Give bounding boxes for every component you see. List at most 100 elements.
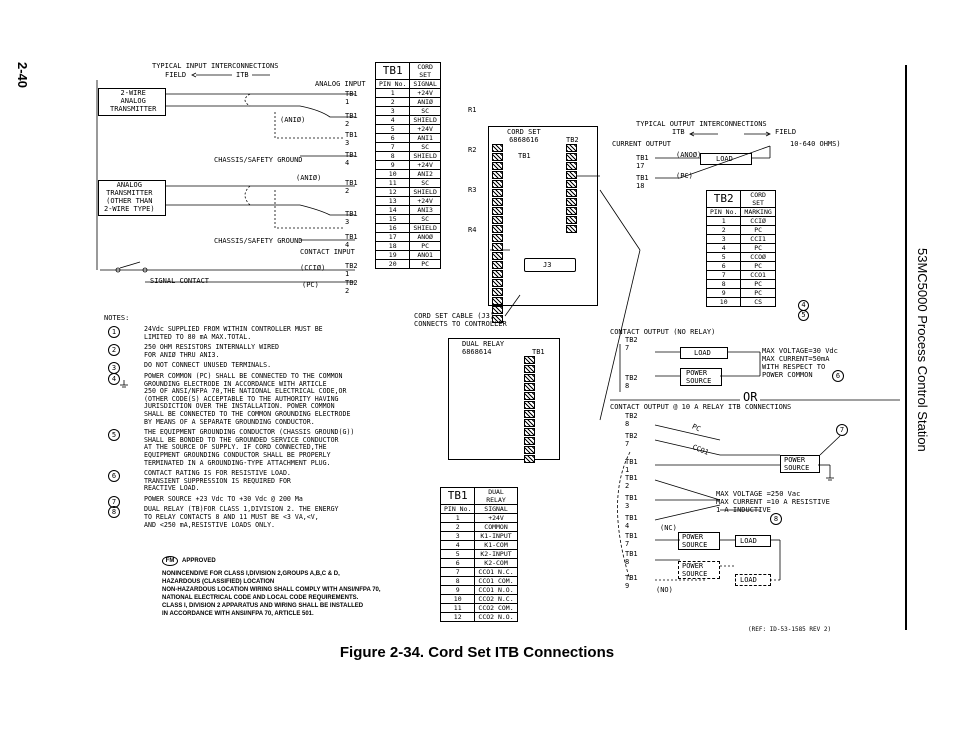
tb2-signal: CCO1 (740, 270, 776, 280)
relay-max-spec: MAX VOLTAGE =250 Vac MAX CURRENT =10 A R… (716, 490, 830, 514)
relay-power-source: POWER SOURCE (784, 456, 810, 472)
cord-set-tb2-terminal-strip (566, 144, 577, 234)
tb2-signal: CCIØ (740, 216, 776, 226)
approval-text: NONINCENDIVE FOR CLASS I,DIVISION 2,GROU… (162, 571, 381, 617)
ano0-label: (ANOØ) (676, 151, 702, 159)
relay-note-7: 7 (836, 424, 848, 436)
tb2-1-label: TB2 1 (345, 262, 358, 278)
terminal-screw (492, 144, 503, 152)
note-text: CONTACT RATING IS FOR RESISTIVE LOAD. TR… (144, 469, 291, 493)
tb1-pin: 13 (374, 196, 411, 206)
terminal-screw (566, 162, 577, 170)
cord-set-board-title: CORD SET 6868616 (507, 128, 541, 144)
note-text: DUAL RELAY (TB)FOR CLASS 1,DIVISION 2. T… (144, 505, 339, 529)
tb1-pin: 15 (374, 214, 411, 224)
dual-relay-board-title: DUAL RELAY 6868614 (462, 340, 505, 356)
pc-label: (PC) (302, 281, 319, 289)
tb2-signal: CCI1 (740, 234, 776, 244)
dual-relay-signal: K2-INPUT (474, 549, 518, 559)
dual-relay-pin: 11 (439, 603, 476, 613)
dual-relay-signal: K2-COM (474, 558, 518, 568)
terminal-screw (492, 216, 503, 224)
or-label: OR (740, 390, 761, 404)
tb1-signal: SC (409, 214, 441, 224)
tb1-pin: 9 (374, 160, 411, 170)
tb2-pin: 5 (705, 252, 742, 262)
dual-relay-pin: 1 (439, 513, 476, 523)
dual-relay-pin: 7 (439, 567, 476, 577)
pc-output-label: (PC) (676, 172, 693, 180)
terminal-screw (492, 207, 503, 215)
cord-set-board-tb2: TB2 (566, 136, 579, 144)
terminal-screw (492, 189, 503, 197)
relay-no-label: (NO) (656, 586, 673, 594)
fm-approved: APPROVED (182, 558, 216, 564)
tb2-note-5: 5 (798, 310, 809, 321)
terminal-screw (492, 225, 503, 233)
terminal-screw (524, 446, 535, 454)
tb1-pin: 12 (374, 187, 411, 197)
terminal-screw (566, 207, 577, 215)
note-text: THE EQUIPMENT GROUNDING CONDUCTOR (CHASS… (144, 428, 355, 467)
relay-tb-label: TB1 4 (625, 514, 638, 530)
terminal-screw (492, 180, 503, 188)
note-text: POWER SOURCE +23 Vdc TO +30 Vdc @ 200 Ma (144, 494, 303, 503)
dual-relay-row: 1+24V (439, 513, 518, 523)
tb1-pin: 6 (374, 133, 411, 143)
tb1-pin: 8 (374, 151, 411, 161)
note-number: 4 (108, 372, 120, 385)
tb1-1-label: TB1 1 (345, 90, 358, 106)
note-number: 5 (108, 429, 120, 442)
tb2-header-marking: MARKING (740, 207, 776, 217)
terminal-screw (492, 297, 503, 305)
current-output-label: CURRENT OUTPUT (612, 140, 672, 148)
tb1-row: 9+24V (374, 160, 441, 170)
notes-title: NOTES: (104, 314, 130, 322)
tb2-7-label: TB2 7 (625, 336, 638, 352)
cord-set-cable-label: CORD SET CABLE (J3) CONNECTS TO CONTROLL… (414, 312, 507, 328)
tb1-row: 5+24V (374, 124, 441, 134)
terminal-screw (524, 410, 535, 418)
terminal-screw (566, 153, 577, 161)
terminal-screw (566, 171, 577, 179)
tb2-pin: 9 (705, 288, 742, 298)
dual-relay-signal: CCO2 COM. (474, 603, 518, 613)
resistor-r1: R1 (468, 106, 477, 114)
note-text: POWER COMMON (PC) SHALL BE CONNECTED TO … (144, 371, 351, 426)
dual-relay-signal: CCO1 COM. (474, 576, 518, 586)
tb1-pin: 3 (374, 106, 411, 116)
resistor-r3: R3 (468, 186, 477, 194)
tb1-signal: ANI2 (409, 169, 441, 179)
terminal-screw (492, 198, 503, 206)
tb1-18-label: TB1 18 (636, 174, 649, 190)
dual-relay-signal: +24V (474, 513, 518, 523)
tb2-signal: PC (740, 288, 776, 298)
tb2-signal: CCOØ (740, 252, 776, 262)
tb1-signal: PC (409, 259, 441, 269)
tb2-pin: 4 (705, 243, 742, 253)
terminal-screw (566, 225, 577, 233)
tb2-title: TB2 (705, 190, 742, 208)
terminal-screw (524, 455, 535, 463)
relay-tb2-7: TB2 7 (625, 432, 638, 448)
tb2-signal: PC (740, 225, 776, 235)
tb2-signal: CS (740, 297, 776, 307)
tb1-2-label: TB1 2 (345, 112, 358, 128)
dual-relay-signal: CCO2 N.C. (474, 594, 518, 604)
dual-relay-pin: 6 (439, 558, 476, 568)
terminal-screw (492, 270, 503, 278)
typical-input-itb: ITB (236, 71, 249, 79)
